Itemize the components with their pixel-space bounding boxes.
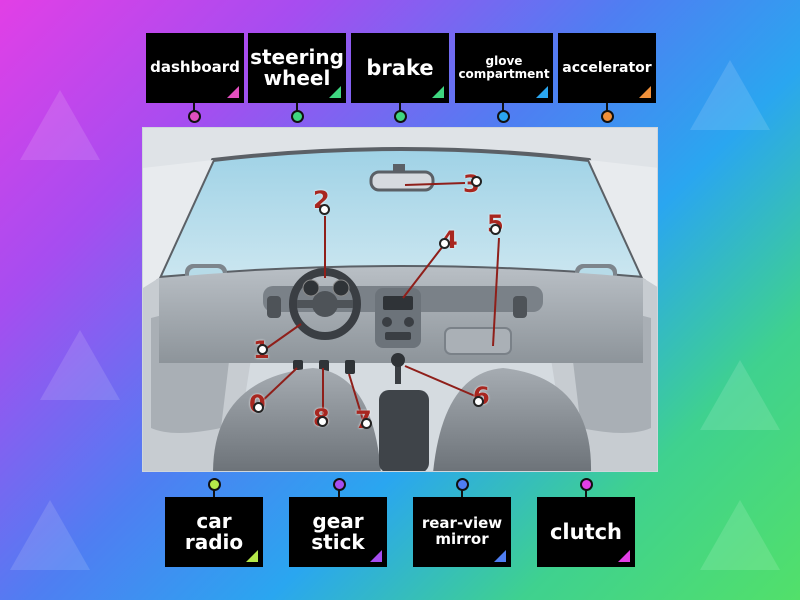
tile-steering-wheel[interactable]: steering wheel <box>248 33 346 103</box>
corner-triangle-icon <box>639 86 651 98</box>
marker-dot <box>317 416 328 427</box>
tile-glove-compartment[interactable]: glove compartment <box>455 33 553 103</box>
corner-triangle-icon <box>494 550 506 562</box>
pin-glove-compartment <box>497 110 510 123</box>
pin-line <box>193 103 195 111</box>
corner-triangle-icon <box>227 86 239 98</box>
pin-accelerator <box>601 110 614 123</box>
background-shape <box>10 500 90 570</box>
background-shape <box>20 90 100 160</box>
tile-label: dashboard <box>150 58 240 77</box>
background-shape <box>700 500 780 570</box>
tile-car-radio[interactable]: car radio <box>165 497 263 567</box>
pin-line <box>585 489 587 498</box>
marker-dot <box>319 204 330 215</box>
pin-line <box>461 489 463 498</box>
tile-label: rear-view mirror <box>421 514 503 548</box>
tile-label: accelerator <box>562 59 652 76</box>
pin-line <box>213 489 215 498</box>
tile-label: gear stick <box>311 509 365 554</box>
tile-accelerator[interactable]: accelerator <box>558 33 656 103</box>
marker-dot <box>490 224 501 235</box>
tile-label: clutch <box>549 519 623 544</box>
tile-clutch[interactable]: clutch <box>537 497 635 567</box>
corner-triangle-icon <box>329 86 341 98</box>
background-shape <box>40 330 120 400</box>
pin-line <box>502 103 504 111</box>
background-shape <box>700 360 780 430</box>
tile-dashboard[interactable]: dashboard <box>146 33 244 103</box>
car-interior-image: 3 2 4 5 1 6 0 8 7 <box>142 127 658 472</box>
tile-brake[interactable]: brake <box>351 33 449 103</box>
marker-dot <box>473 396 484 407</box>
background-shape <box>690 60 770 130</box>
tile-label: glove compartment <box>458 54 550 81</box>
pin-brake <box>394 110 407 123</box>
corner-triangle-icon <box>432 86 444 98</box>
tile-label: steering wheel <box>250 45 344 90</box>
tile-label: brake <box>366 55 434 80</box>
corner-triangle-icon <box>618 550 630 562</box>
tile-gear-stick[interactable]: gear stick <box>289 497 387 567</box>
corner-triangle-icon <box>370 550 382 562</box>
corner-triangle-icon <box>246 550 258 562</box>
pin-line <box>296 103 298 111</box>
tile-label: car radio <box>184 509 244 554</box>
pin-line <box>399 103 401 111</box>
pin-line <box>606 103 608 111</box>
marker-dot <box>361 418 372 429</box>
marker-dot <box>471 176 482 187</box>
marker-dot <box>253 402 264 413</box>
pin-dashboard <box>188 110 201 123</box>
marker-dot <box>439 238 450 249</box>
tile-rear-view-mirror[interactable]: rear-view mirror <box>413 497 511 567</box>
pin-steering-wheel <box>291 110 304 123</box>
pin-line <box>338 489 340 498</box>
marker-dot <box>257 344 268 355</box>
corner-triangle-icon <box>536 86 548 98</box>
